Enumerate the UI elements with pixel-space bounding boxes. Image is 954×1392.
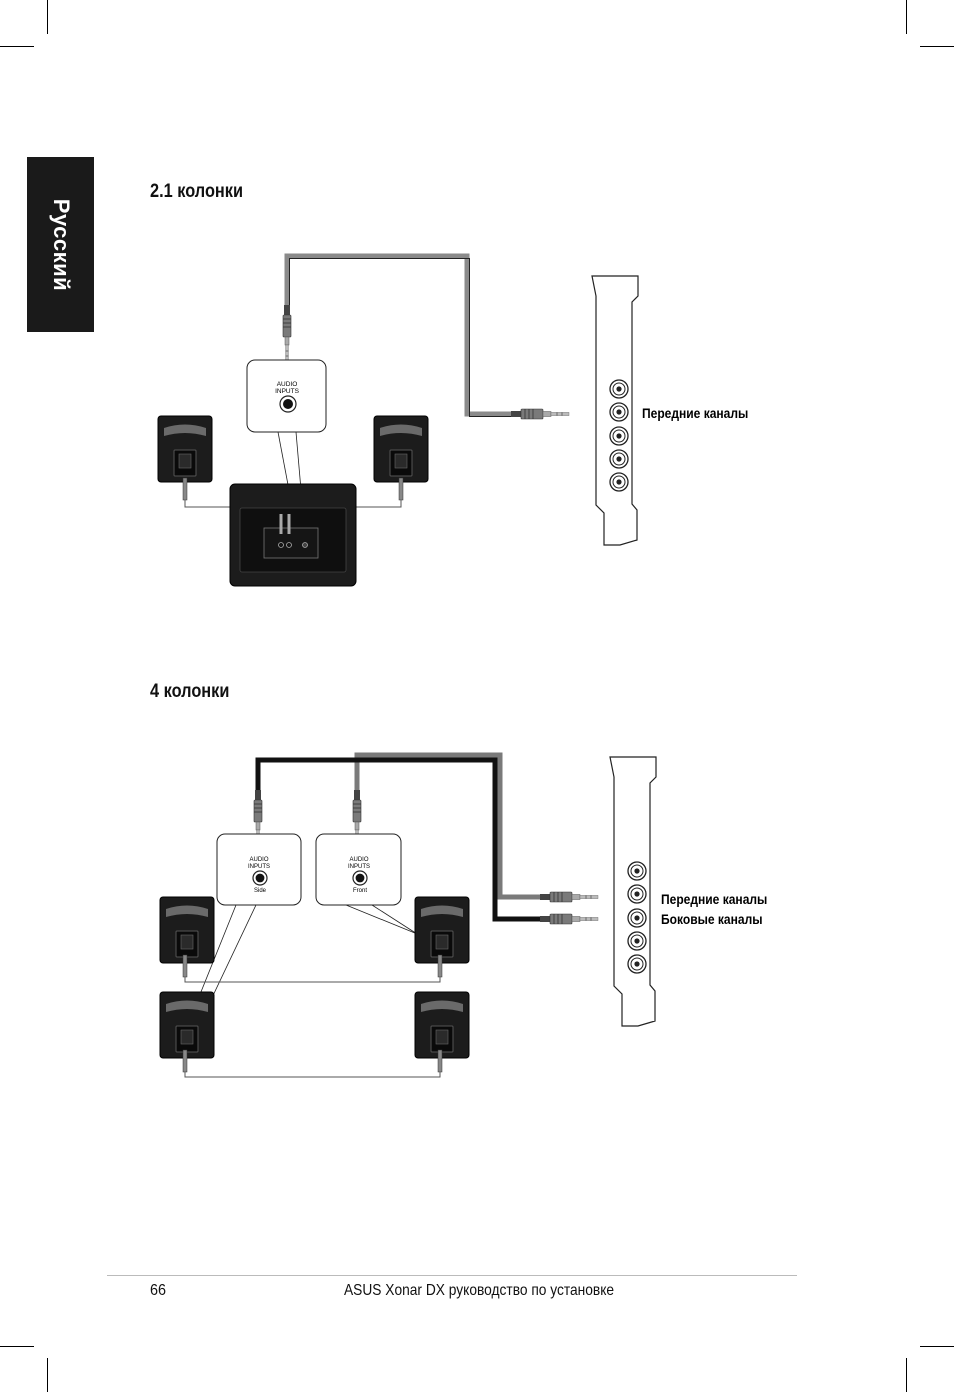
channel-label-side: Боковые каналы [661, 911, 763, 927]
channel-label-front: Передние каналы [661, 891, 767, 907]
page-number: 66 [150, 1282, 167, 1299]
audio-plug-icon [282, 304, 292, 364]
audio-plug-icon [539, 913, 599, 925]
speaker-icon [159, 991, 215, 1059]
audio-plug-icon [510, 408, 570, 420]
section-heading-4: 4 колонки [150, 681, 230, 702]
panel-right-line1: AUDIO [349, 857, 368, 863]
speaker-icon [373, 415, 429, 483]
panel-left-port: Side [254, 888, 267, 894]
channel-label-front: Передние каналы [642, 405, 748, 421]
speaker-icon [157, 415, 213, 483]
diagram-4: AUDIO INPUTS Side AUDIO INPUTS Front [159, 752, 767, 1078]
panel-right-line2: INPUTS [348, 864, 370, 870]
crop-mark [0, 46, 34, 47]
speaker-icon [159, 896, 215, 964]
footer-divider [107, 1275, 797, 1276]
crop-mark [920, 1346, 954, 1347]
crop-mark [906, 0, 907, 34]
footer-doc-title: ASUS Xonar DX руководство по установке [344, 1282, 615, 1299]
speaker-icon [414, 991, 470, 1059]
crop-mark [47, 0, 48, 34]
language-tab: Русский [27, 157, 94, 332]
panel-right-port: Front [353, 888, 367, 894]
speaker-icon [414, 896, 470, 964]
panel-left-line1: AUDIO [249, 857, 268, 863]
crop-mark [0, 1346, 34, 1347]
panel-label-line2: INPUTS [275, 388, 300, 395]
section-heading-2-1: 2.1 колонки [150, 181, 244, 202]
crop-mark [920, 46, 954, 47]
panel-label-line1: AUDIO [277, 381, 298, 388]
audio-plug-icon [539, 891, 599, 903]
diagram-2-1: AUDIO INPUTS Передние каналы [157, 253, 748, 587]
crop-mark [906, 1358, 907, 1392]
crop-mark [47, 1358, 48, 1392]
panel-left-line2: INPUTS [248, 864, 270, 870]
